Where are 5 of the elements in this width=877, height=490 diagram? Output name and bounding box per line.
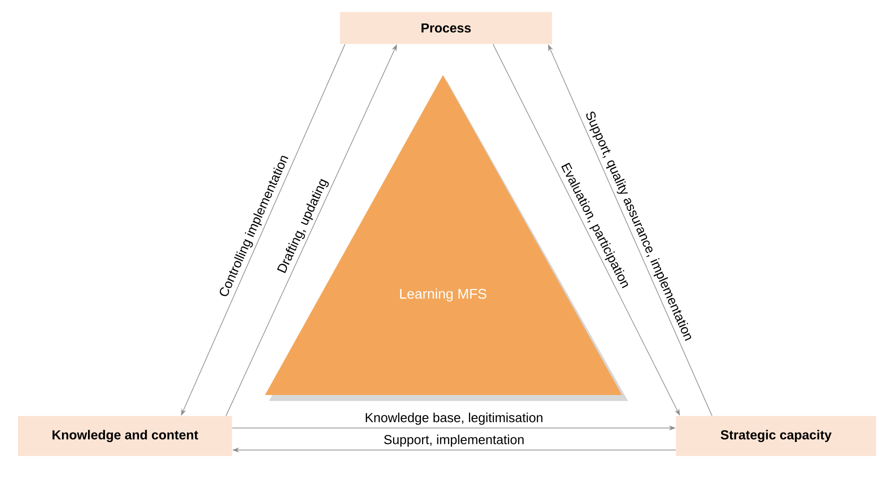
label-box: Knowledge and content xyxy=(18,416,232,456)
label-box: Process xyxy=(340,12,552,44)
label-box: Strategic capacity xyxy=(676,416,876,456)
edge-label: Knowledge base, legitimisation xyxy=(366,412,542,425)
edge-label: Support, implementation xyxy=(384,434,524,447)
